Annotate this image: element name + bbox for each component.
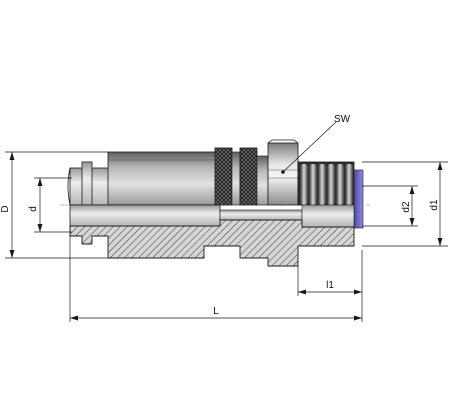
dim-label-d2: d2: [401, 201, 412, 213]
dim-label-L: L: [213, 306, 219, 317]
section-bore: [69, 204, 355, 228]
dim-label-SW: SW: [334, 114, 351, 125]
dim-label-l1: l1: [326, 280, 334, 291]
nose-plug: [67, 161, 111, 206]
dimension-arrows: [9, 152, 443, 321]
thread-section: [297, 161, 364, 229]
knurled-ring-2: [239, 147, 258, 206]
dim-label-d: d: [28, 206, 39, 212]
collar: [256, 155, 269, 206]
ring-gap: [231, 151, 241, 206]
dimension-lines: [5, 121, 448, 322]
hatched-section: [69, 219, 355, 267]
knurled-ring-1: [214, 147, 233, 206]
dim-label-d1: d1: [429, 199, 440, 211]
dim-label-D: D: [0, 205, 11, 212]
sleeve-body: [107, 151, 217, 206]
